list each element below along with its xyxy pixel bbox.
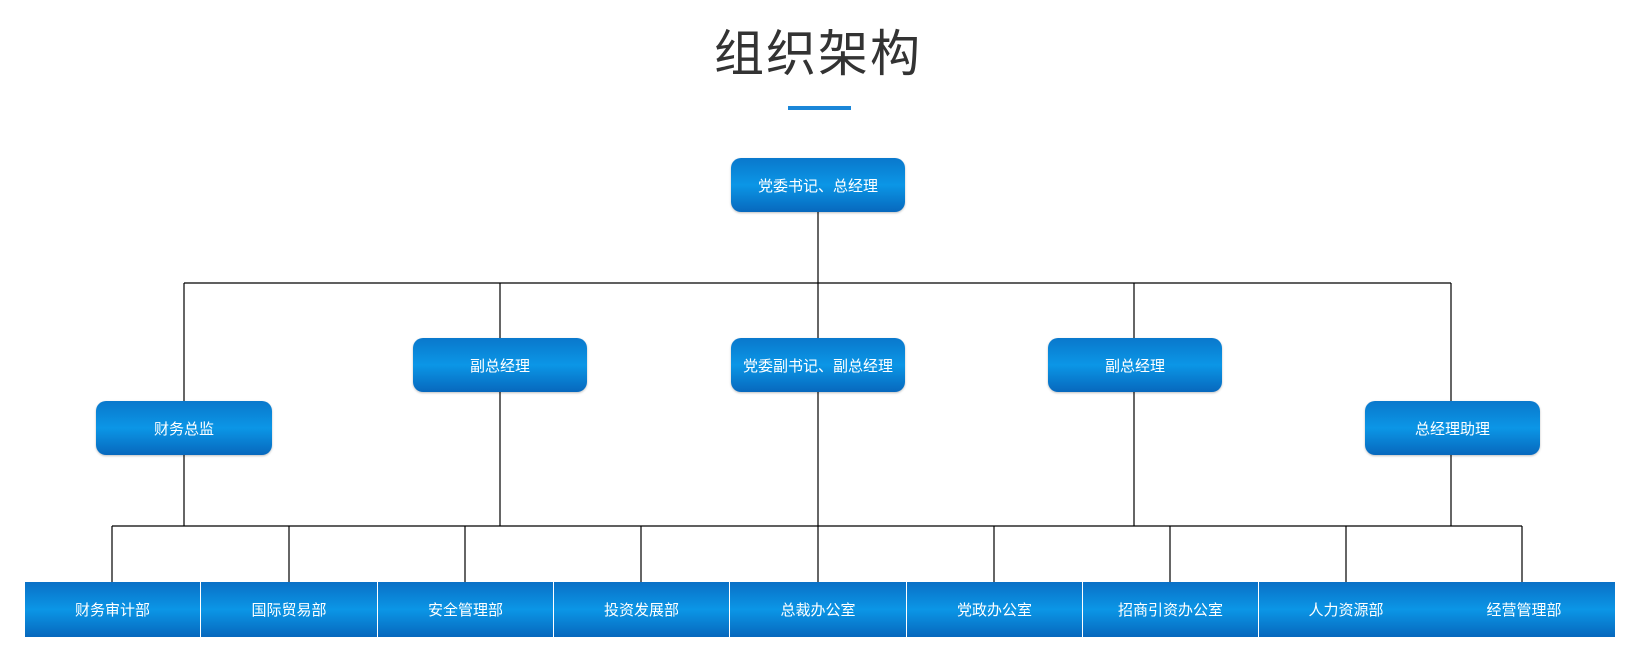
node-label: 总经理助理 [1414,419,1490,438]
department-safety-management: 安全管理部 [427,601,503,619]
node-label: 财务总监 [153,419,214,438]
department-separator [377,582,378,637]
department-investment-development: 投资发展部 [603,601,679,619]
department-finance-audit: 财务审计部 [74,601,150,619]
department-separator [1082,582,1083,637]
node-label: 副总经理 [469,356,530,375]
node-cfo: 财务总监 [96,401,272,455]
department-separator [200,582,201,637]
node-deputy-secretary: 党委副书记、副总经理 [731,338,905,392]
department-international-trade: 国际贸易部 [251,601,327,619]
department-human-resources: 人力资源部 [1308,601,1384,619]
department-separator [1258,582,1259,637]
node-deputy-gm-right: 副总经理 [1048,338,1222,392]
node-label: 党委书记、总经理 [757,176,878,195]
department-separator [553,582,554,637]
node-label: 党委副书记、副总经理 [742,356,893,375]
page-title: 组织架构 [714,25,922,83]
node-top: 党委书记、总经理 [731,158,905,212]
department-separator [729,582,730,637]
node-gm-assistant: 总经理助理 [1365,401,1540,455]
title-underline [788,106,851,110]
department-investment-promotion-office: 招商引资办公室 [1117,601,1223,619]
department-bar [25,582,1615,637]
node-label: 副总经理 [1104,356,1165,375]
department-separator [906,582,907,637]
department-president-office: 总裁办公室 [780,601,856,619]
node-deputy-gm-left: 副总经理 [413,338,587,392]
department-party-admin-office: 党政办公室 [956,601,1032,619]
department-operations-management: 经营管理部 [1486,601,1562,619]
